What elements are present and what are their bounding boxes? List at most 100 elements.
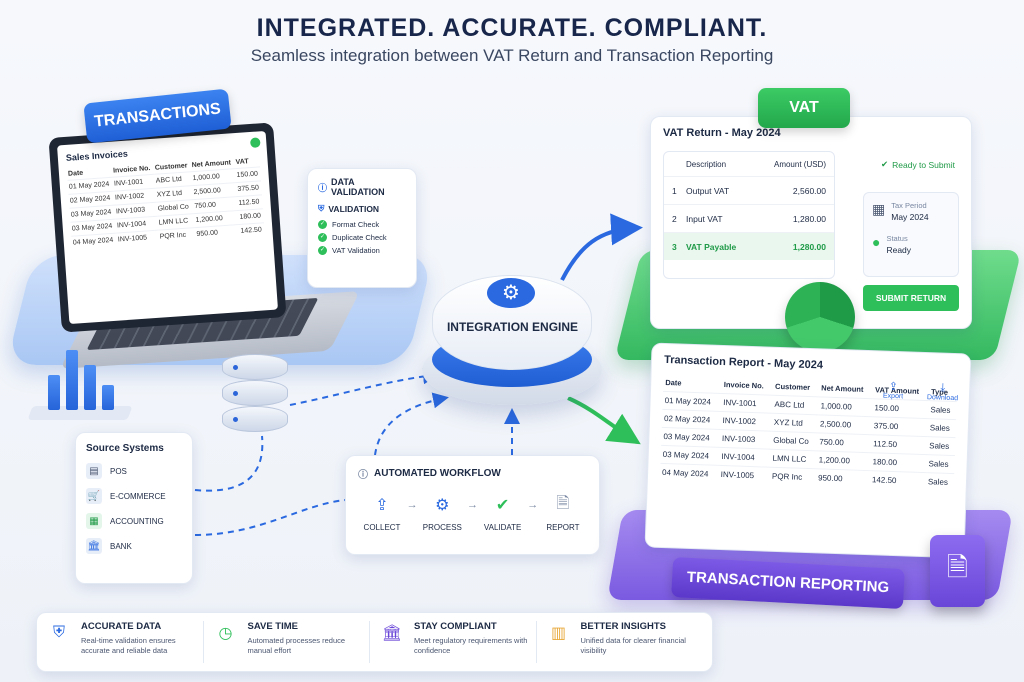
table-cell: 03 May 2024 — [660, 445, 720, 466]
vat-return-title: VAT Return - May 2024 — [663, 127, 781, 139]
table-cell: 04 May 2024 — [71, 233, 118, 250]
pos-icon: ▤ — [86, 463, 102, 479]
table-cell: Sales — [926, 454, 955, 474]
table-cell: Sales — [925, 472, 955, 492]
table-cell: 02 May 2024 — [661, 409, 721, 430]
status-value: Ready — [886, 245, 912, 255]
table-cell: 950.00 — [195, 224, 240, 242]
page-title: INTEGRATED. ACCURATE. COMPLIANT. — [256, 14, 768, 42]
column-header: Net Amount — [821, 383, 864, 394]
table-cell: XYZ Ltd — [771, 413, 819, 433]
arrow-right-icon: → — [466, 499, 478, 511]
chart-icon: ▥ — [550, 625, 567, 642]
table-cell: INV-1002 — [720, 411, 773, 432]
step-collect: ⇪ COLLECT — [358, 493, 406, 532]
status-label: Status — [886, 234, 908, 243]
step-process: ⚙ PROCESS — [418, 493, 466, 532]
status-dot — [249, 137, 261, 149]
source-ecommerce[interactable]: 🛒 E-COMMERCE — [86, 488, 182, 504]
engine-label: INTEGRATION ENGINE — [446, 320, 579, 334]
vat-status-box: ▦ Tax Period May 2024 ● Status Ready — [863, 192, 959, 277]
vat-pill: VAT — [758, 88, 850, 128]
report-title: Transaction Report - May 2024 — [663, 353, 824, 372]
source-systems-title: Source Systems — [86, 443, 164, 454]
gear-icon: ⚙ — [487, 278, 535, 308]
validation-check: ✓VAT Validation — [318, 246, 380, 255]
check-icon: ✓ — [318, 246, 327, 255]
bank-icon: 🏛 — [381, 625, 403, 642]
validation-check: ✓Format Check — [318, 220, 380, 229]
table-cell: LMN LLC — [770, 449, 818, 469]
col-description: Description — [686, 159, 727, 169]
validation-subtitle: VALIDATION — [328, 203, 380, 214]
table-cell: 180.00 — [870, 452, 927, 473]
pie-chart-icon — [785, 282, 855, 352]
dashed-sources-to-db — [194, 435, 264, 492]
source-pos[interactable]: ▤ POS — [86, 463, 182, 479]
table-cell: PQR Inc — [769, 467, 817, 487]
upload-icon: ⇪ — [375, 497, 389, 514]
transaction-report-card: Transaction Report - May 2024 ⇪ Export ⤓… — [644, 342, 972, 559]
database-icon — [222, 350, 288, 435]
table-cell: 142.50 — [869, 470, 927, 491]
tax-period-label: Tax Period — [891, 201, 927, 210]
shield-icon: ⛨ — [318, 203, 325, 213]
table-cell: 150.00 — [872, 398, 929, 419]
calendar-icon: ▦ — [872, 201, 886, 217]
table-cell: 950.00 — [815, 468, 871, 489]
tax-period-value: May 2024 — [891, 212, 929, 222]
table-cell: Sales — [927, 418, 957, 438]
check-icon: ✓ — [318, 233, 327, 242]
check-icon: ✔ — [495, 497, 510, 514]
document-icon: 🗎 — [930, 535, 985, 607]
check-icon: ✓ — [318, 220, 327, 229]
table-cell: INV-1005 — [718, 465, 771, 485]
info-icon: ⓘ — [318, 182, 328, 193]
bar-chart-icon — [27, 340, 133, 420]
download-icon: ⤓ — [940, 381, 946, 394]
source-systems-card: Source Systems ▤ POS 🛒 E-COMMERCE ▦ ACCO… — [75, 432, 193, 584]
table-cell: 750.00 — [817, 432, 872, 453]
column-header: Customer — [774, 381, 811, 393]
table-cell: PQR Inc — [158, 227, 196, 244]
export-icon: ⇪ — [888, 380, 899, 394]
table-cell: 142.50 — [238, 222, 265, 238]
column-header: Date — [665, 377, 682, 388]
table-cell: INV-1005 — [116, 230, 160, 247]
source-accounting[interactable]: ▦ ACCOUNTING — [86, 513, 182, 529]
source-bank[interactable]: 🏛 BANK — [86, 538, 182, 554]
dashed-sources-to-workflow — [194, 499, 346, 536]
download-button[interactable]: ⤓ Download — [926, 381, 959, 403]
table-cell: 112.50 — [870, 434, 928, 455]
calculator-icon: ▦ — [86, 513, 102, 529]
dashed-db-to-engine — [289, 368, 439, 406]
submit-return-button[interactable]: SUBMIT RETURN — [863, 285, 959, 311]
table-cell: Sales — [928, 400, 957, 420]
validation-check: ✓Duplicate Check — [318, 233, 387, 242]
page-subtitle: Seamless integration between VAT Return … — [250, 46, 774, 65]
clock-icon: ◷ — [218, 625, 233, 642]
table-cell: INV-1003 — [719, 429, 772, 450]
table-cell: Sales — [926, 436, 956, 456]
gear-icon: ⚙ — [435, 497, 450, 514]
table-cell: 1,000.00 — [818, 396, 873, 417]
arrow-to-report — [567, 396, 641, 445]
export-button[interactable]: ⇪ Export — [882, 380, 904, 401]
workflow-title: AUTOMATED WORKFLOW — [374, 468, 501, 479]
table-cell: 01 May 2024 — [662, 391, 722, 412]
table-cell: ABC Ltd — [772, 395, 819, 415]
bank-icon: 🏛 — [86, 538, 102, 554]
table-cell: 1,200.00 — [816, 450, 871, 471]
table-cell: INV-1001 — [720, 393, 773, 414]
table-cell: 04 May 2024 — [659, 463, 720, 483]
